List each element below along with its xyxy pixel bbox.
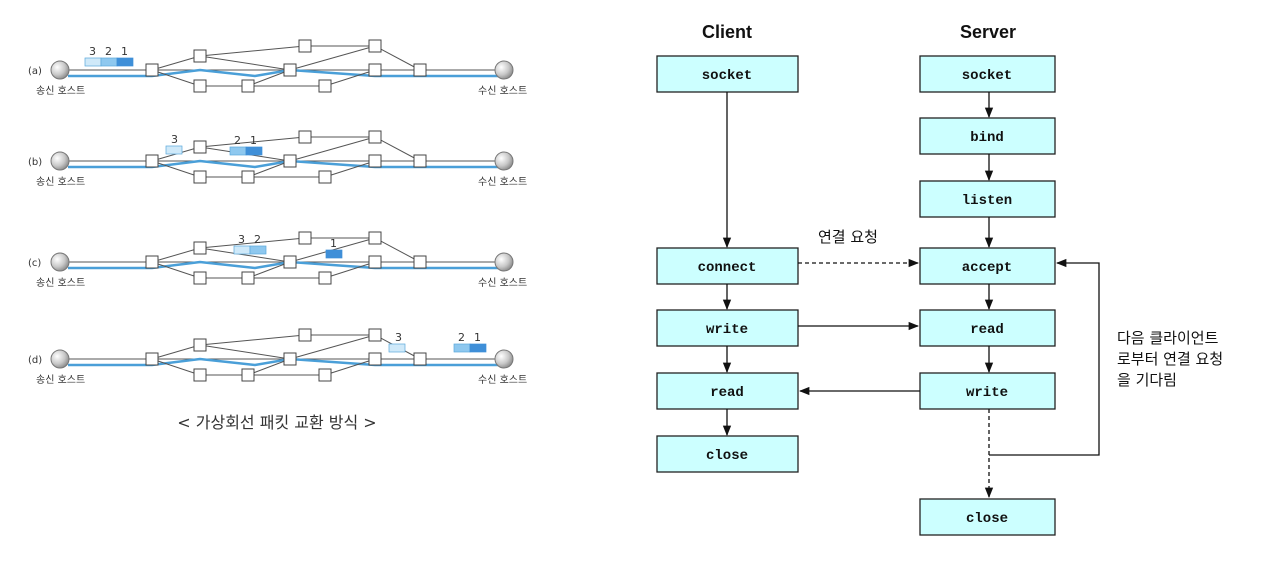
client-read-box <box>656 372 799 410</box>
svg-text:listen: listen <box>962 193 1012 209</box>
svg-text:3: 3 <box>238 233 245 246</box>
svg-text:1: 1 <box>474 331 481 344</box>
receiver-label: 수신 호스트 <box>478 374 527 386</box>
svg-text:1: 1 <box>250 134 257 147</box>
row-b: (b) <box>28 130 527 188</box>
svg-text:bind: bind <box>970 130 1004 146</box>
connect-annotation: 연결 요청 <box>818 228 878 246</box>
virtual-circuit-diagram: (a) <box>28 39 527 432</box>
sender-label: 송신 호스트 <box>36 85 85 97</box>
svg-text:close: close <box>966 511 1008 527</box>
server-listen-box <box>919 180 1056 218</box>
receiver-label: 수신 호스트 <box>478 277 527 289</box>
server-bind-box <box>919 117 1056 155</box>
svg-text:accept: accept <box>962 260 1012 276</box>
svg-text:read: read <box>710 385 744 401</box>
server-accept-box <box>919 247 1056 285</box>
row-a: (a) <box>28 39 527 97</box>
row-tag: (d) <box>28 355 42 366</box>
row-tag: (c) <box>28 258 41 269</box>
svg-text:2: 2 <box>105 45 112 58</box>
svg-text:2: 2 <box>254 233 261 246</box>
client-close-box <box>656 435 799 473</box>
svg-text:connect: connect <box>698 260 757 276</box>
svg-text:3: 3 <box>395 331 402 344</box>
svg-text:socket: socket <box>702 68 752 84</box>
svg-text:2: 2 <box>234 134 241 147</box>
svg-text:write: write <box>706 322 748 338</box>
receiver-label: 수신 호스트 <box>478 85 527 97</box>
client-header: Client <box>702 22 752 42</box>
server-close-box <box>919 498 1056 536</box>
row-tag: (b) <box>28 157 42 168</box>
loop-annotation-line3: 을 기다림 <box>1117 371 1177 389</box>
svg-text:3: 3 <box>171 133 178 146</box>
svg-text:write: write <box>966 385 1008 401</box>
row-tag: (a) <box>28 66 42 77</box>
svg-text:close: close <box>706 448 748 464</box>
server-header: Server <box>960 22 1016 42</box>
loop-annotation-line2: 로부터 연결 요청 <box>1117 350 1223 368</box>
sender-label: 송신 호스트 <box>36 277 85 289</box>
svg-text:3: 3 <box>89 45 96 58</box>
svg-text:1: 1 <box>121 45 128 58</box>
server-write-box <box>919 372 1056 410</box>
server-read-box <box>919 309 1056 347</box>
left-caption: < 가상회선 패킷 교환 방식 > <box>177 413 376 432</box>
receiver-label: 수신 호스트 <box>478 176 527 188</box>
server-socket-box <box>919 55 1056 93</box>
client-socket-box <box>656 55 799 93</box>
sender-label: 송신 호스트 <box>36 176 85 188</box>
loop-annotation-line1: 다음 클라이언트 <box>1117 329 1219 347</box>
row-c: (c) <box>28 231 527 289</box>
client-connect-box <box>656 247 799 285</box>
sender-label: 송신 호스트 <box>36 374 85 386</box>
socket-flow-diagram: Client Server socket connect write read … <box>656 22 1223 536</box>
svg-text:read: read <box>970 322 1004 338</box>
row-d: (d) <box>28 328 527 386</box>
svg-text:2: 2 <box>458 331 465 344</box>
svg-text:1: 1 <box>330 237 337 250</box>
svg-text:socket: socket <box>962 68 1012 84</box>
loop-back-arrow <box>989 258 1100 456</box>
